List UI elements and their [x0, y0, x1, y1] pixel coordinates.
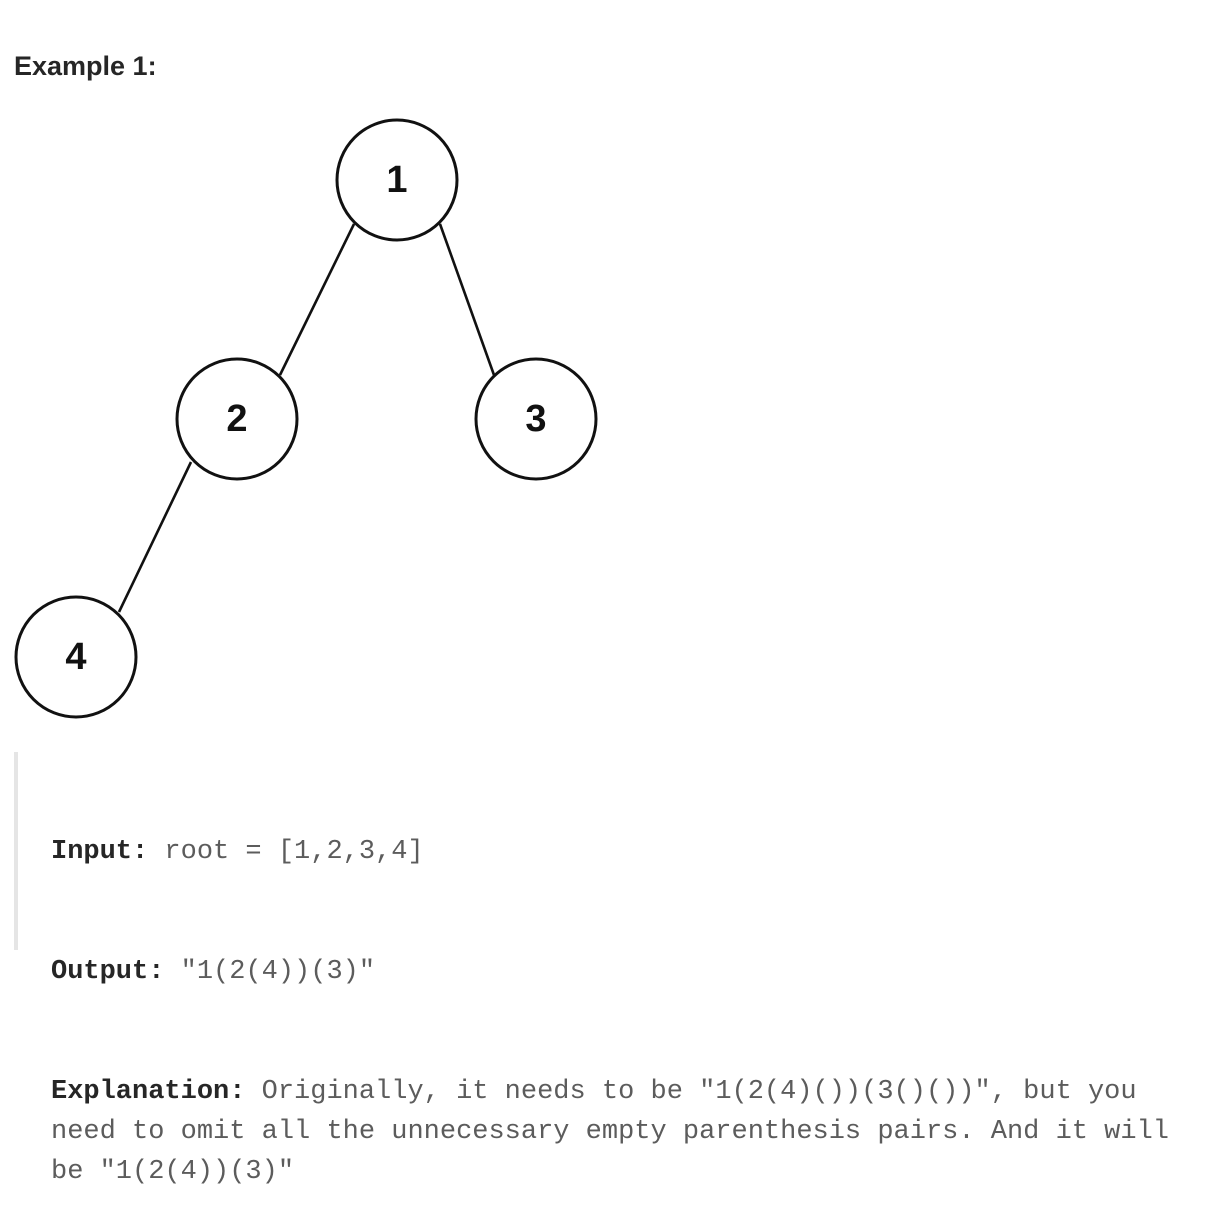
- node-label: 4: [65, 636, 86, 678]
- edge-1-2: [278, 223, 356, 376]
- example-code-block: Input: root = [1,2,3,4] Output: "1(2(4))…: [14, 752, 1194, 1187]
- node-circle: [14, 595, 138, 719]
- node-circle: [335, 118, 459, 242]
- example-heading: Example 1:: [14, 51, 157, 81]
- tree-node-3: 3: [474, 357, 598, 481]
- node-label: 1: [386, 159, 407, 201]
- input-value: root = [1,2,3,4]: [148, 837, 424, 867]
- node-label: 3: [525, 398, 546, 440]
- explanation-line: Explanation: Originally, it needs to be …: [51, 1072, 1194, 1192]
- edge-2-4: [117, 461, 193, 613]
- node-label: 2: [226, 398, 247, 440]
- output-value: "1(2(4))(3)": [164, 957, 376, 987]
- tree-node-2: 2: [175, 357, 299, 481]
- input-line: Input: root = [1,2,3,4]: [51, 832, 1194, 872]
- binary-tree-diagram: 1 2 3 4: [14, 118, 598, 719]
- edge-1-3: [438, 223, 496, 376]
- tree-node-1: 1: [335, 118, 459, 242]
- input-label: Input:: [51, 837, 149, 867]
- output-label: Output:: [51, 957, 165, 987]
- node-circle: [175, 357, 299, 481]
- tree-node-4: 4: [14, 595, 138, 719]
- node-circle: [474, 357, 598, 481]
- explanation-label: Explanation:: [51, 1077, 246, 1107]
- output-line: Output: "1(2(4))(3)": [51, 952, 1194, 992]
- tree-edges: [117, 223, 496, 613]
